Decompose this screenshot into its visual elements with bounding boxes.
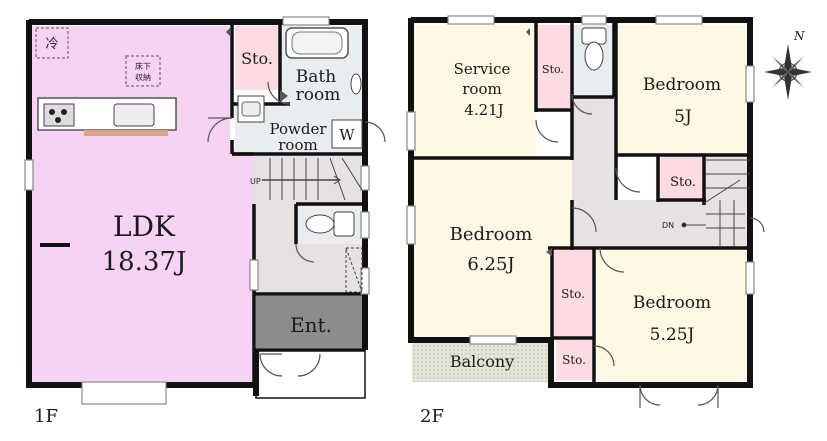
underfloor-label-2: 収納 <box>135 72 151 82</box>
floor-1-label: 1F <box>34 406 58 427</box>
bath-label-1: Bath <box>296 67 336 87</box>
ldk-size: 18.37J <box>102 247 187 277</box>
entrance-label: Ent. <box>290 313 332 337</box>
powder-label-2: room <box>278 136 317 154</box>
bedroom-ne-size: 5J <box>674 107 692 127</box>
compass-rose: N <box>764 29 812 100</box>
fridge-space <box>35 27 69 59</box>
bedroom-se-label: Bedroom <box>633 293 711 313</box>
bath-label-2: room <box>296 85 341 105</box>
underfloor-storage <box>125 55 161 87</box>
bedroom-ne-label: Bedroom <box>643 75 721 95</box>
compass-north-label: N <box>793 29 805 43</box>
sink-icon <box>113 103 155 127</box>
storage-2f-b-label: Sto. <box>670 175 696 190</box>
washer-label: W <box>339 126 355 144</box>
powder-label-1: Powder <box>269 120 327 138</box>
fridge-label: 冷 <box>45 37 58 52</box>
service-room-area <box>414 25 536 158</box>
bedroom-se-size: 5.25J <box>650 325 695 345</box>
floor-1-plan: 冷 床下 収納 W <box>24 16 386 427</box>
storage-1f <box>235 26 280 90</box>
washbasin-icon <box>237 95 265 123</box>
entrance-floor <box>256 296 365 348</box>
service-room-label-1: Service <box>454 60 511 78</box>
stairs-up-label: UP <box>250 177 261 186</box>
doors-2f <box>535 93 765 408</box>
bedroom-w-size: 6.25J <box>467 254 514 275</box>
toilet-icon-1f <box>305 211 355 237</box>
stairs-dn-label: DN <box>662 221 674 230</box>
storage-1f-label: Sto. <box>241 49 273 68</box>
washer-icon <box>331 119 363 149</box>
service-room-size: 4.21J <box>464 101 503 119</box>
toilet-icon-2f <box>581 27 607 71</box>
storage-2f-a-label: Sto. <box>542 63 564 76</box>
bedroom-w-area <box>414 158 572 340</box>
storage-2f-c-label: Sto. <box>561 287 585 301</box>
stairs-2f <box>681 159 750 246</box>
storage-2f-d-label: Sto. <box>562 353 586 367</box>
bedroom-w-label: Bedroom <box>450 224 533 245</box>
storage-2f-d <box>556 340 592 380</box>
underfloor-label-1: 床下 <box>135 61 151 71</box>
storage-2f-b <box>660 158 704 200</box>
stairs-1f <box>262 157 363 293</box>
doors-1f <box>207 81 386 377</box>
floor-2-plan: DN Service room 4.21J Sto. Bedroom 5J St… <box>406 15 765 427</box>
bedroom-ne-area <box>616 25 750 155</box>
kitchen-counter <box>37 97 177 136</box>
bedroom-se-area <box>596 250 750 380</box>
service-room-label-2: room <box>462 80 501 98</box>
storage-2f-a <box>536 25 570 109</box>
storage-2f-c <box>552 250 592 336</box>
balcony-label: Balcony <box>450 352 514 371</box>
floor-2-label: 2F <box>420 406 444 427</box>
bathtub-icon <box>285 27 362 95</box>
ldk-label: LDK <box>113 210 176 243</box>
